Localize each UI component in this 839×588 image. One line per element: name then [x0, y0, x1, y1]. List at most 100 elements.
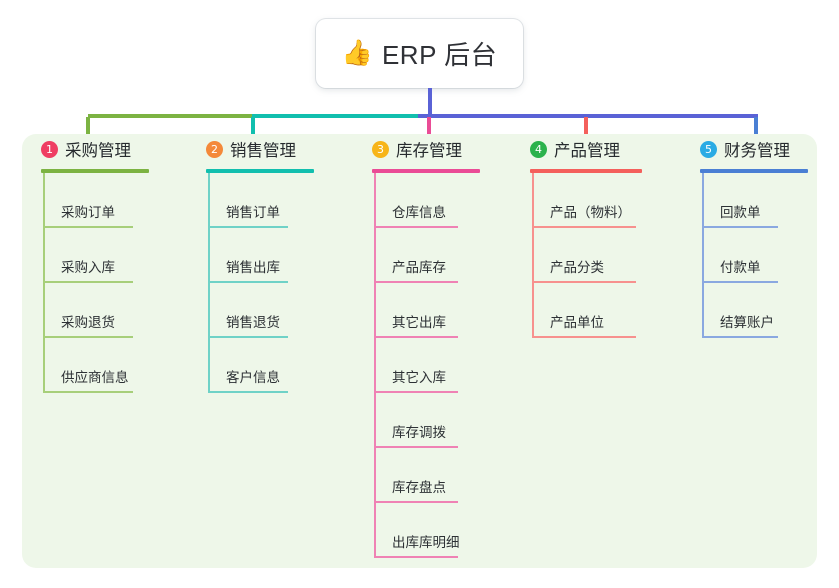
item-underline — [43, 391, 133, 393]
item-label: 其它入库 — [392, 370, 446, 385]
module-header-rule — [206, 169, 314, 173]
item-underline — [532, 281, 636, 283]
module-item[interactable]: 产品分类 — [532, 228, 642, 283]
connector-drop-4 — [584, 117, 588, 140]
item-spine — [208, 228, 210, 283]
module-item[interactable]: 产品库存 — [374, 228, 480, 283]
connector-drop-2 — [251, 117, 255, 140]
module-item[interactable]: 产品（物料） — [532, 173, 642, 228]
module-item[interactable]: 销售出库 — [208, 228, 314, 283]
item-label: 出库库明细 — [392, 535, 460, 550]
root-node-erp-backend[interactable]: 👍 ERP 后台 — [316, 19, 523, 88]
module-item[interactable]: 库存盘点 — [374, 448, 480, 503]
module-header-rule — [41, 169, 149, 173]
item-label: 产品（物料） — [550, 205, 631, 220]
item-underline — [702, 226, 778, 228]
module-number-badge: 2 — [206, 140, 223, 158]
module-item-list: 产品（物料） 产品分类产品单位 — [532, 173, 642, 338]
item-spine — [374, 228, 376, 283]
module-title: 财务管理 — [724, 142, 790, 160]
thumbs-up-icon: 👍 — [341, 39, 373, 67]
item-underline — [702, 336, 778, 338]
module-header-rule — [700, 169, 808, 173]
item-spine — [43, 228, 45, 283]
item-spine — [208, 173, 210, 228]
item-spine — [43, 338, 45, 393]
module-header-rule — [530, 169, 642, 173]
item-label: 销售订单 — [226, 205, 280, 220]
connector-drop-1 — [86, 117, 90, 140]
root-title: ERP 后台 — [381, 40, 498, 70]
item-spine — [374, 393, 376, 448]
item-label: 其它出库 — [392, 315, 446, 330]
module-item[interactable]: 客户信息 — [208, 338, 314, 393]
item-label: 客户信息 — [226, 370, 280, 385]
item-underline — [43, 226, 133, 228]
module-item[interactable]: 仓库信息 — [374, 173, 480, 228]
item-underline — [374, 391, 458, 393]
module-header-2[interactable]: 2 销售管理 — [203, 134, 314, 164]
module-item[interactable]: 采购退货 — [43, 283, 149, 338]
item-label: 库存调拨 — [392, 425, 446, 440]
module-item[interactable]: 结算账户 — [702, 283, 808, 338]
item-label: 销售出库 — [226, 260, 280, 275]
item-spine — [374, 338, 376, 393]
item-underline — [43, 336, 133, 338]
module-item-list: 回款单付款单结算账户 — [702, 173, 808, 338]
item-spine — [43, 173, 45, 228]
item-spine — [532, 173, 534, 228]
module-header-3[interactable]: 3 库存管理 — [369, 134, 480, 164]
module-title: 库存管理 — [396, 142, 462, 160]
module-column-2: 2 销售管理销售订单销售出库销售退货客户信息 — [203, 134, 314, 393]
module-title: 产品管理 — [554, 142, 620, 160]
module-item[interactable]: 销售退货 — [208, 283, 314, 338]
connector-drop-5 — [754, 117, 758, 140]
module-item[interactable]: 出库库明细 — [374, 503, 480, 558]
item-underline — [374, 446, 458, 448]
module-number-badge: 1 — [41, 140, 58, 158]
item-underline — [43, 281, 133, 283]
item-label: 库存盘点 — [392, 480, 446, 495]
item-label: 产品库存 — [392, 260, 446, 275]
module-item[interactable]: 产品单位 — [532, 283, 642, 338]
item-label: 供应商信息 — [61, 370, 129, 385]
item-underline — [532, 336, 636, 338]
module-item[interactable]: 付款单 — [702, 228, 808, 283]
module-item-list: 采购订单采购入库采购退货供应商信息 — [43, 173, 149, 393]
module-column-3: 3 库存管理仓库信息产品库存其它出库其它入库库存调拨库存盘点出库库明细 — [369, 134, 480, 558]
item-underline — [374, 281, 458, 283]
module-title: 销售管理 — [230, 142, 296, 160]
item-underline — [532, 226, 636, 228]
item-spine — [374, 173, 376, 228]
module-item[interactable]: 采购入库 — [43, 228, 149, 283]
item-underline — [208, 391, 288, 393]
module-number-badge: 3 — [372, 140, 389, 158]
module-item[interactable]: 其它入库 — [374, 338, 480, 393]
module-item[interactable]: 供应商信息 — [43, 338, 149, 393]
module-item[interactable]: 采购订单 — [43, 173, 149, 228]
item-spine — [702, 173, 704, 228]
item-label: 产品单位 — [550, 315, 604, 330]
item-label: 采购退货 — [61, 315, 115, 330]
module-item[interactable]: 库存调拨 — [374, 393, 480, 448]
item-underline — [208, 281, 288, 283]
item-label: 结算账户 — [720, 315, 774, 330]
item-underline — [374, 556, 458, 558]
module-item[interactable]: 回款单 — [702, 173, 808, 228]
item-underline — [702, 281, 778, 283]
module-item[interactable]: 销售订单 — [208, 173, 314, 228]
item-underline — [374, 336, 458, 338]
item-underline — [208, 336, 288, 338]
module-item[interactable]: 其它出库 — [374, 283, 480, 338]
connector-bus-green — [88, 114, 254, 118]
module-header-rule — [372, 169, 480, 173]
item-spine — [374, 448, 376, 503]
connector-drop-3 — [427, 117, 431, 140]
item-label: 回款单 — [720, 205, 761, 220]
